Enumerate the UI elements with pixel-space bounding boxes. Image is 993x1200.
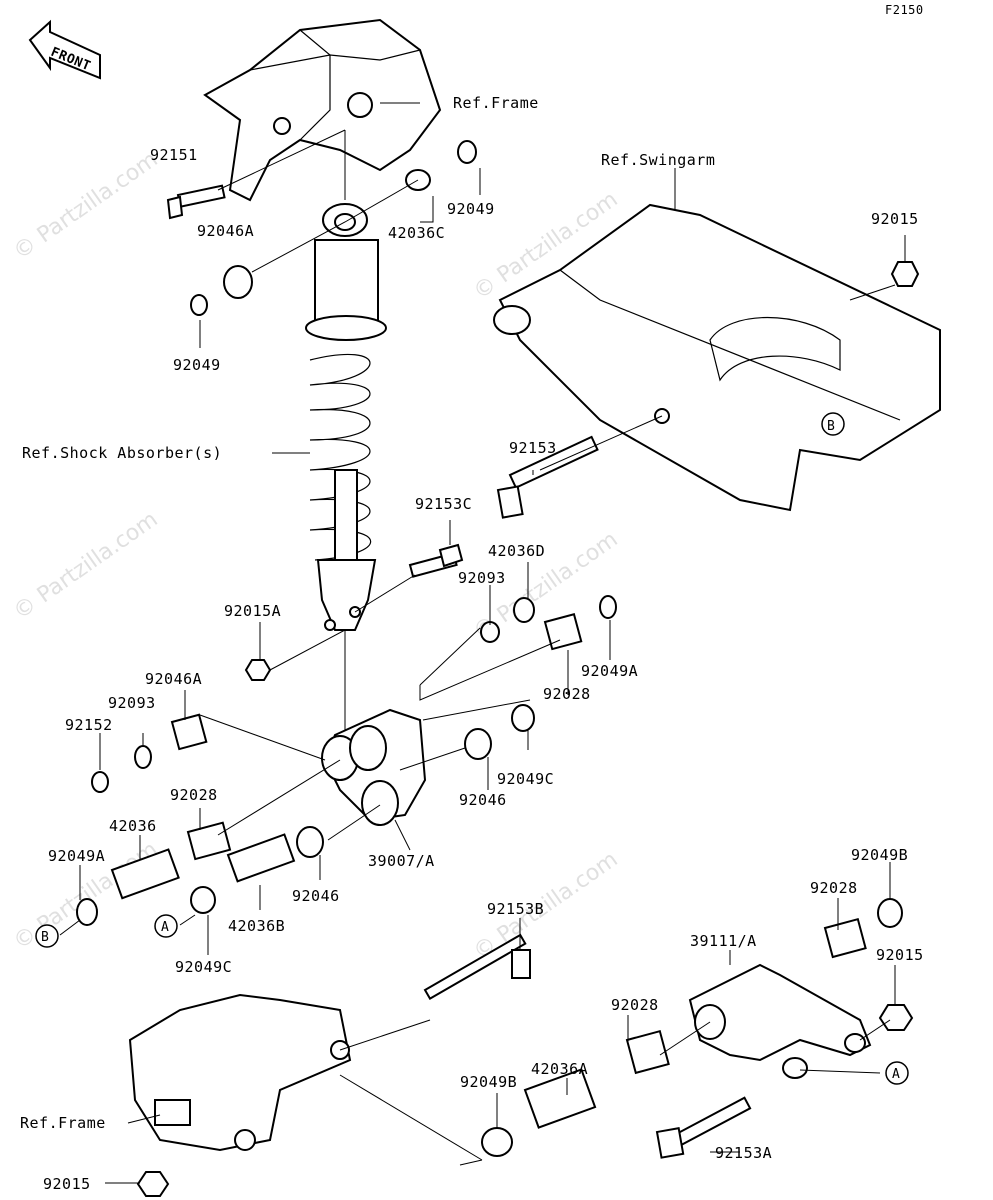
part-labels: Ref.Frame Ref.Swingarm Ref.Shock Absorbe… — [20, 94, 924, 1193]
frame-top — [203, 18, 442, 202]
part-92049-right: 92049 — [447, 200, 495, 218]
diagram-code: F2150 — [885, 3, 924, 17]
part-92015A: 92015A — [224, 602, 281, 620]
part-42036A: 42036A — [531, 1060, 588, 1078]
part-92028-right: 92028 — [543, 685, 591, 703]
frame-bottom — [128, 993, 352, 1152]
part-92049B-bottom: 92049B — [460, 1073, 517, 1091]
callout-a-right: A — [892, 1067, 900, 1082]
tie-rod-link — [688, 963, 872, 1079]
callout-b-swingarm: B — [827, 419, 835, 434]
callout-a-left: A — [161, 920, 169, 935]
rocker-arm — [321, 708, 427, 826]
part-92046-left: 92046 — [292, 887, 340, 905]
part-92015-link: 92015 — [876, 946, 924, 964]
part-92028-bottom: 92028 — [611, 996, 659, 1014]
leader-lines — [59, 102, 906, 1184]
part-92049B-right: 92049B — [851, 846, 908, 864]
ref-shock-label: Ref.Shock Absorber(s) — [22, 444, 222, 462]
part-92151: 92151 — [150, 146, 198, 164]
part-92015-top: 92015 — [871, 210, 919, 228]
part-92049C-left: 92049C — [175, 958, 232, 976]
part-92153A: 92153A — [715, 1144, 772, 1162]
part-92046A-top: 92046A — [197, 222, 254, 240]
watermark: © Partzilla.com — [9, 507, 162, 625]
ref-frame-bottom-label: Ref.Frame — [20, 1114, 106, 1132]
part-92046A-left: 92046A — [145, 670, 202, 688]
part-92153B: 92153B — [487, 900, 544, 918]
part-92046-right: 92046 — [459, 791, 507, 809]
part-92049C-right: 92049C — [497, 770, 554, 788]
front-arrow-icon: FRONT — [28, 19, 101, 80]
callout-b-left: B — [41, 930, 49, 945]
hardware — [76, 140, 920, 1197]
part-92028-left: 92028 — [170, 786, 218, 804]
part-92049-top: 92049 — [173, 356, 221, 374]
shock-absorber — [305, 203, 387, 631]
part-92153: 92153 — [509, 439, 557, 457]
part-92028-link: 92028 — [810, 879, 858, 897]
part-92093-mid: 92093 — [458, 569, 506, 587]
part-92153C: 92153C — [415, 495, 472, 513]
part-92015-bottom: 92015 — [43, 1175, 91, 1193]
part-42036C: 42036C — [388, 224, 445, 242]
part-92049A-right: 92049A — [581, 662, 638, 680]
part-42036B: 42036B — [228, 917, 285, 935]
part-39007A: 39007/A — [368, 852, 435, 870]
part-42036: 42036 — [109, 817, 157, 835]
ref-frame-top-label: Ref.Frame — [453, 94, 539, 112]
ref-swingarm-label: Ref.Swingarm — [601, 151, 715, 169]
part-92049A-left: 92049A — [48, 847, 105, 865]
part-92152: 92152 — [65, 716, 113, 734]
watermark: © Partzilla.com — [9, 147, 162, 265]
part-42036D: 42036D — [488, 542, 545, 560]
part-39111A: 39111/A — [690, 932, 757, 950]
callouts: B A B A — [35, 412, 909, 1085]
part-92093-left: 92093 — [108, 694, 156, 712]
